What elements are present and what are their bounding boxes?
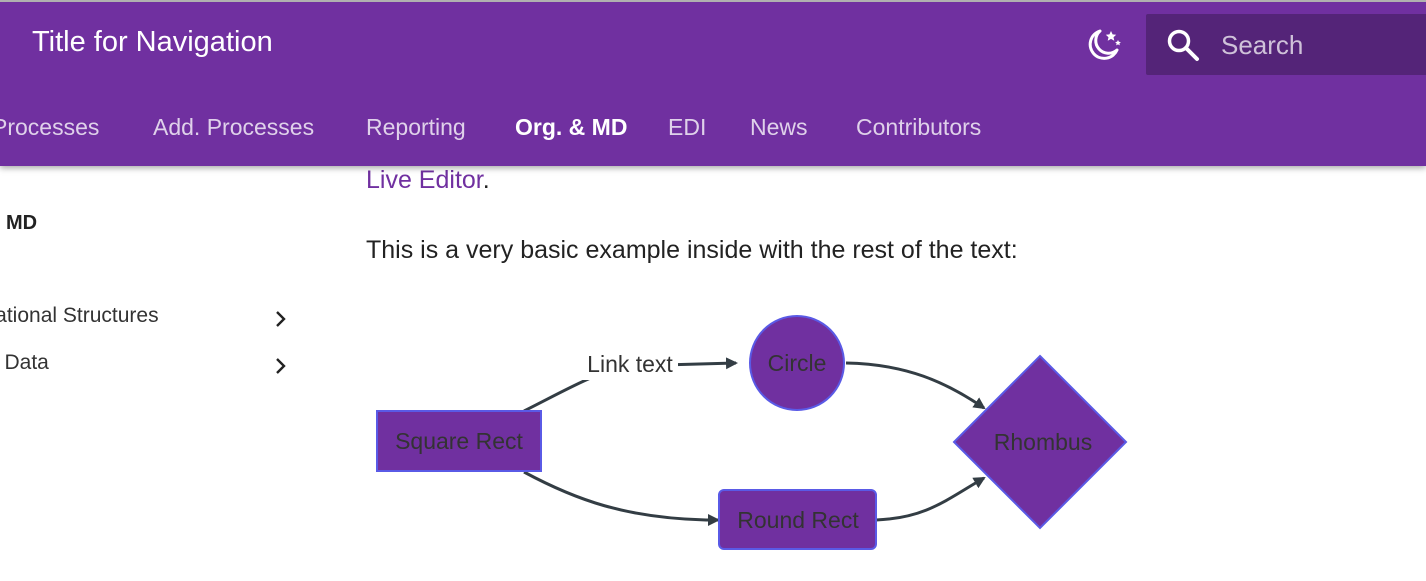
sidebar-item-organizational-structures[interactable]: izational Structures xyxy=(0,304,290,334)
search-input[interactable]: Search xyxy=(1146,14,1426,75)
tab-add-processes[interactable]: Add. Processes xyxy=(153,114,315,140)
theme-toggle-button[interactable] xyxy=(1082,24,1124,66)
search-placeholder: Search xyxy=(1221,30,1304,60)
tab-contributors[interactable]: Contributors xyxy=(856,114,982,140)
sidebar-item-master-data[interactable]: er Data xyxy=(0,351,290,381)
moon-stars-icon xyxy=(1088,29,1121,60)
tab-processes[interactable]: Processes xyxy=(0,114,100,140)
chevron-right-icon xyxy=(276,358,286,374)
edge-circle-to-rhombus xyxy=(845,361,986,410)
node-circle-label: Circle xyxy=(768,350,827,376)
node-rhombus xyxy=(952,354,1128,530)
sidebar-heading: & MD xyxy=(0,212,38,234)
edge-square-to-round xyxy=(523,470,720,526)
tab-org-md[interactable]: Org. & MD xyxy=(515,114,628,140)
sidebar-item-label: izational Structures xyxy=(0,304,159,327)
chevron-right-icon xyxy=(276,311,286,327)
live-editor-link[interactable]: Live Editor xyxy=(366,166,483,194)
node-circle xyxy=(749,315,845,411)
edge-label-background xyxy=(582,348,678,380)
node-round-rect xyxy=(718,489,877,550)
top-header: Title for Navigation Search Processes Ad… xyxy=(0,0,1426,166)
live-editor-line: Live Editor. xyxy=(366,166,490,195)
sidebar: & MD izational Structures er Data xyxy=(0,166,310,581)
tab-edi[interactable]: EDI xyxy=(668,114,707,140)
tab-reporting[interactable]: Reporting xyxy=(366,114,466,140)
site-title[interactable]: Title for Navigation xyxy=(32,26,273,58)
node-round-rect-label: Round Rect xyxy=(737,507,859,533)
tab-news[interactable]: News xyxy=(750,114,808,140)
node-square-rect xyxy=(376,410,542,472)
edge-round-to-rhombus xyxy=(875,476,986,522)
flowchart-diagram: Link text Square Rect Circle Round Rect … xyxy=(376,315,1128,550)
edge-label: Link text xyxy=(587,351,673,377)
intro-paragraph: This is a very basic example inside with… xyxy=(366,236,1018,264)
live-editor-suffix: . xyxy=(482,166,490,194)
sidebar-item-label: er Data xyxy=(0,351,49,374)
node-rhombus-label: Rhombus xyxy=(994,429,1092,455)
search-icon xyxy=(1167,29,1199,61)
main-content: Live Editor. This is a very basic exampl… xyxy=(366,166,1366,581)
node-square-rect-label: Square Rect xyxy=(395,428,523,454)
